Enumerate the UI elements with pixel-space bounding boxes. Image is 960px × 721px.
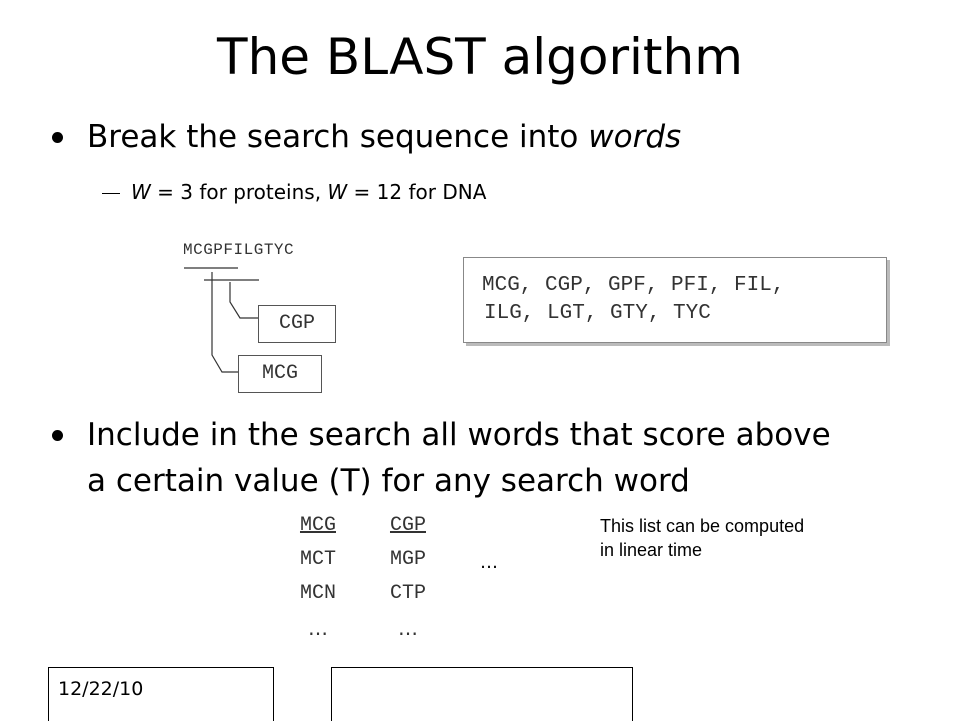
search-sequence: MCGPFILGTYC — [183, 241, 295, 259]
bullet-break-emphasis: words — [588, 119, 682, 155]
word-box-cgp: CGP — [258, 305, 336, 343]
neighbor-word: CTP — [389, 582, 426, 605]
footer-date: 12/22/10 — [58, 678, 144, 700]
footer-center-text — [332, 668, 632, 677]
bullet-dot — [52, 430, 63, 441]
words-list-line-1: MCG, CGP, GPF, PFI, FIL, — [482, 274, 785, 297]
neighbor-column-cgp: CGP MGP CTP … — [378, 509, 438, 645]
note-line-2: in linear time — [600, 540, 703, 560]
note-line-1: This list can be computed — [600, 516, 805, 536]
bullet-include-words-line-2: a certain value (T) for any search word — [87, 463, 690, 499]
bullet-break-sequence: Break the search sequence into words — [87, 117, 681, 157]
neighbor-word-ellipsis: … — [398, 616, 418, 640]
neighbor-word-header: CGP — [389, 514, 426, 537]
bullet-break-prefix: Break the search sequence into — [87, 119, 589, 155]
words-list-line-2: ILG, LGT, GTY, TYC — [484, 302, 711, 325]
w-proteins-text: = 3 for proteins, — [150, 180, 328, 204]
neighbor-column-mcg: MCG MCT MCN … — [288, 509, 348, 645]
linear-time-note: This list can be computed in linear time — [600, 514, 890, 562]
neighbor-word-ellipsis: … — [308, 616, 328, 640]
word-box-mcg: MCG — [238, 355, 322, 393]
neighbor-word-header: MCG — [299, 514, 336, 537]
bullet-include-words-line-1: Include in the search all words that sco… — [87, 417, 831, 453]
footer-center-box — [331, 667, 633, 721]
w-dna-text: = 12 for DNA — [347, 180, 487, 204]
neighbor-word: MGP — [389, 548, 426, 571]
slide-title: The BLAST algorithm — [217, 28, 743, 86]
sub-bullet-dash — [102, 193, 120, 194]
w-variable: W — [131, 180, 151, 204]
footer-date-box: 12/22/10 — [48, 667, 274, 721]
words-list-box: MCG, CGP, GPF, PFI, FIL, ILG, LGT, GTY, … — [463, 257, 887, 343]
columns-ellipsis: … — [480, 552, 498, 573]
neighbor-word: MCT — [299, 548, 336, 571]
w-variable: W — [327, 180, 348, 204]
sub-bullet-word-size: W = 3 for proteins, W = 12 for DNA — [131, 178, 486, 206]
bullet-dot — [52, 132, 63, 143]
neighbor-word: MCN — [299, 582, 336, 605]
